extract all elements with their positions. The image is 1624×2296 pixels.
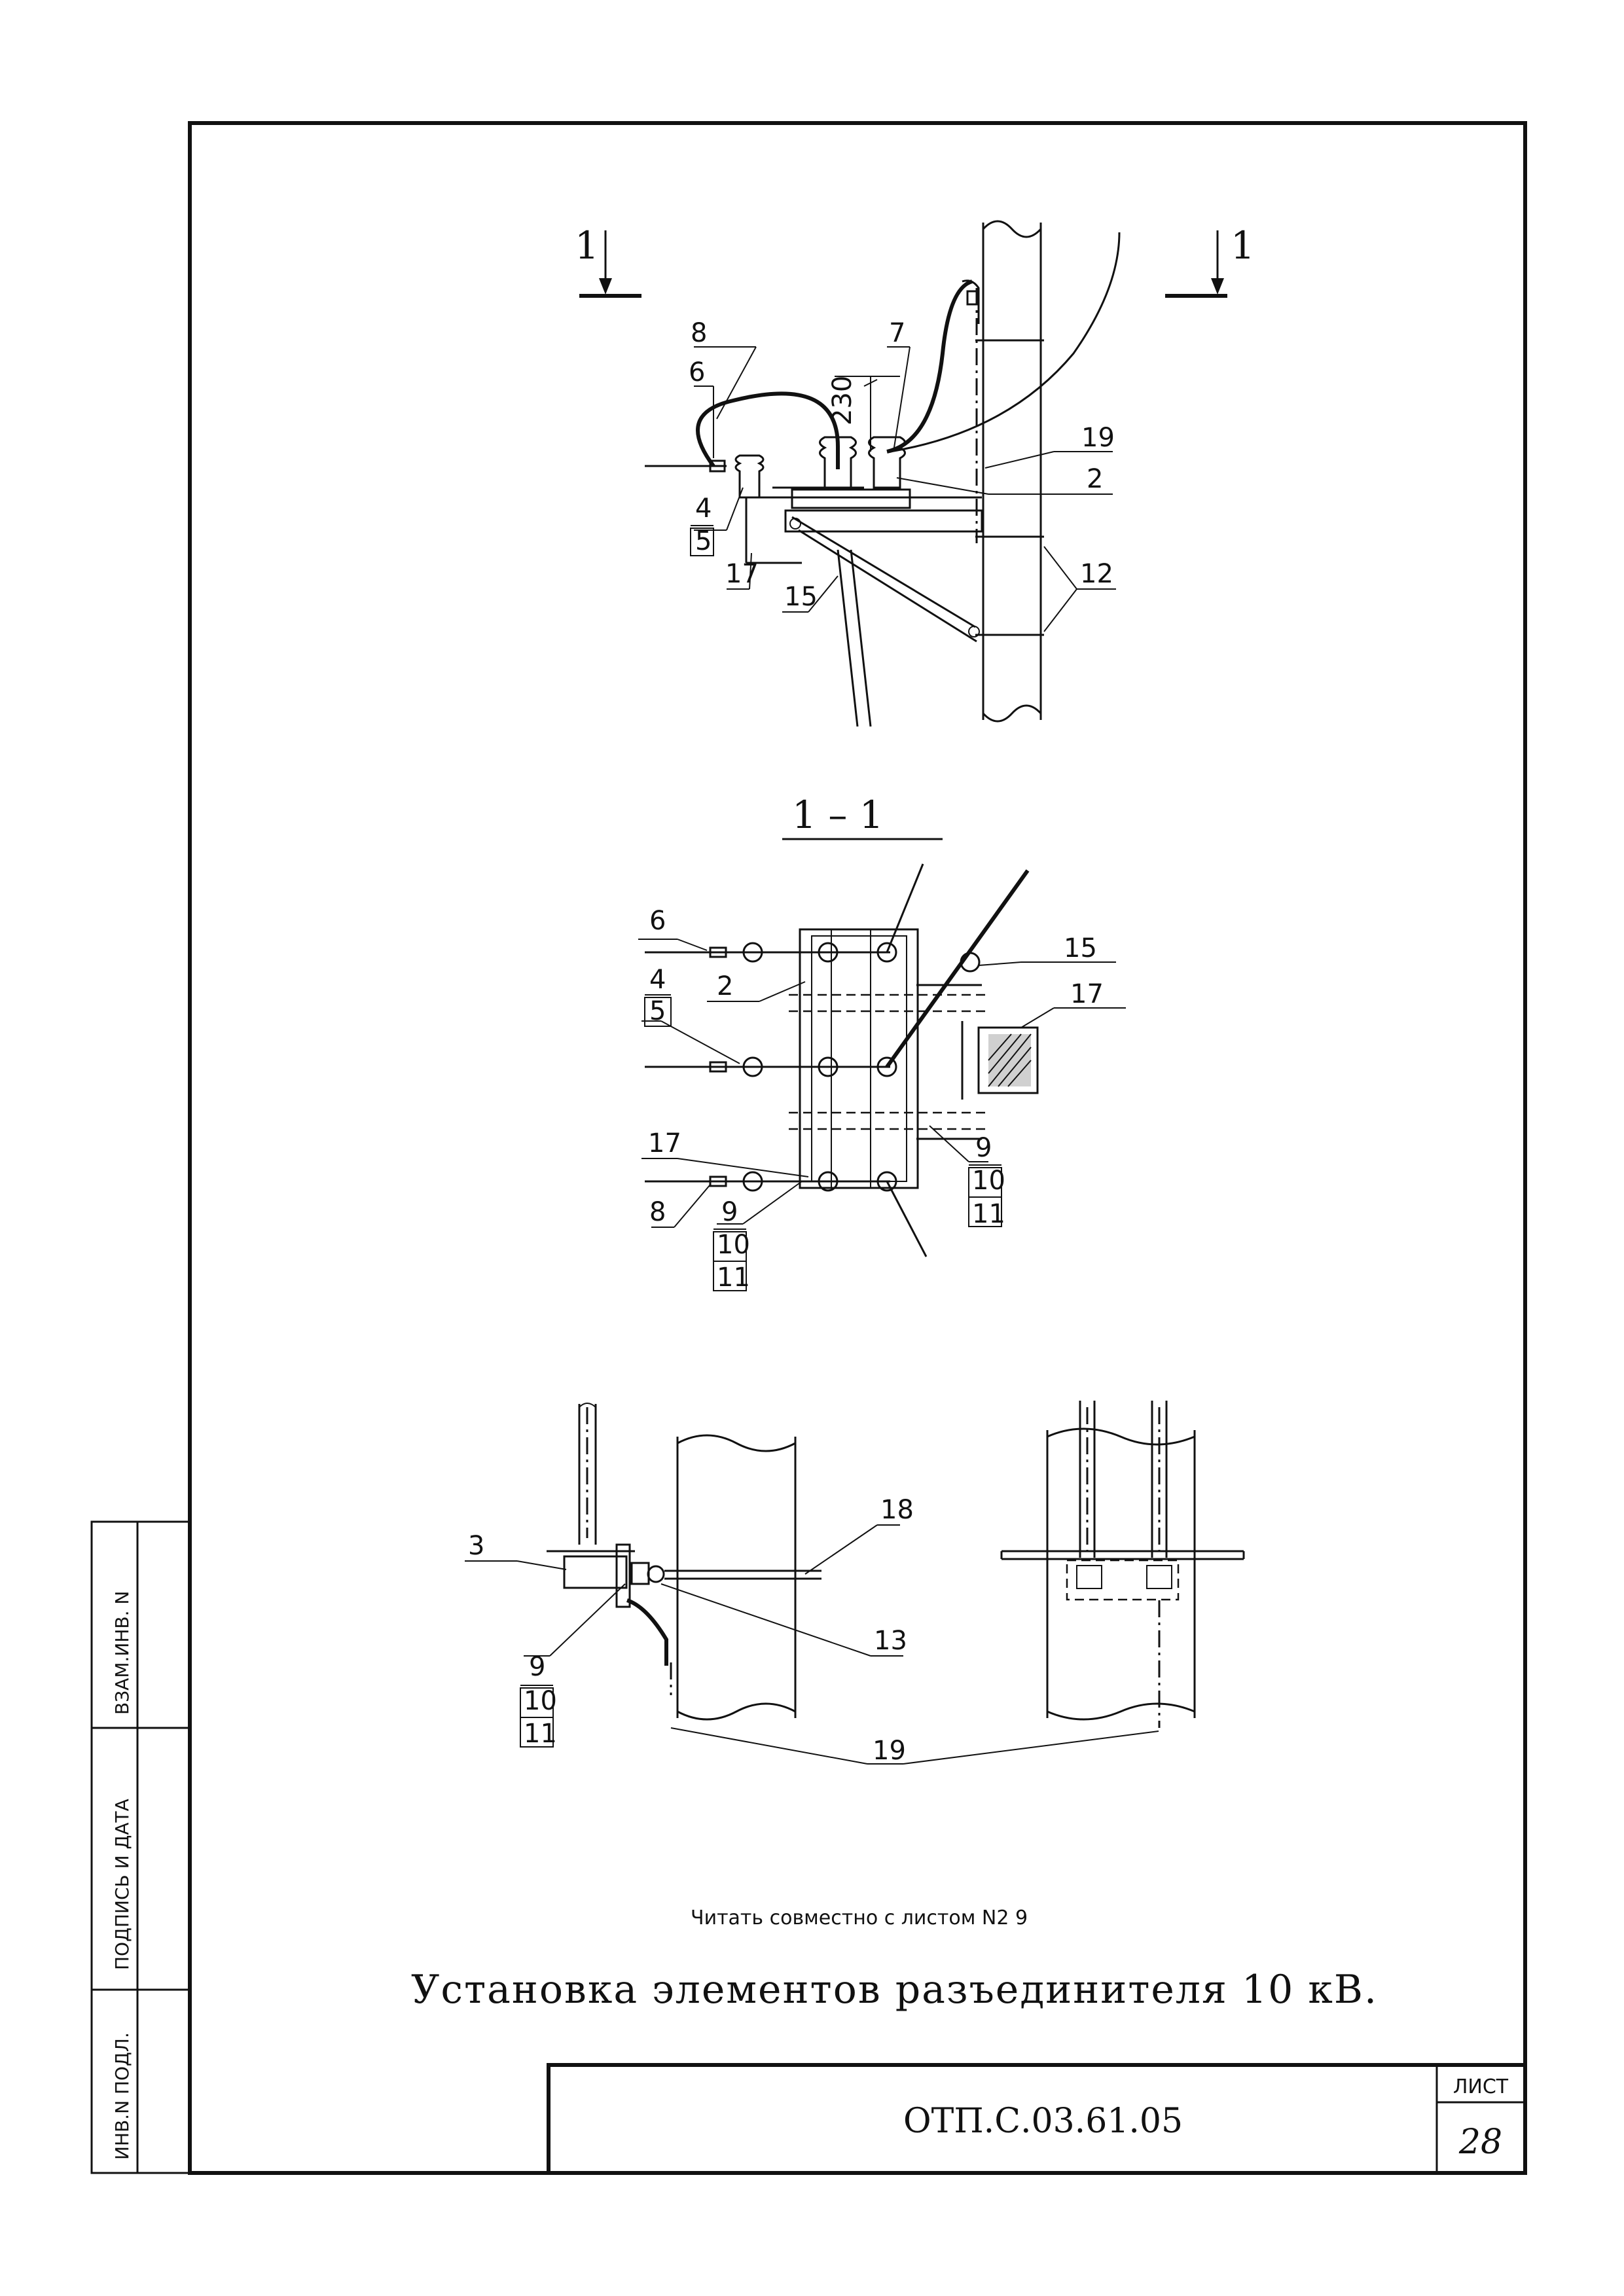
sheet-label: ЛИСТ	[1453, 2075, 1509, 2098]
callout-15: 17	[725, 559, 759, 589]
callout-6: 6	[689, 357, 705, 387]
section-callout-10-right: 10	[972, 1166, 1005, 1196]
section-callout-10-left: 10	[717, 1230, 750, 1260]
section-1-1-view	[645, 863, 1039, 1257]
section-callout-9-right: 9	[975, 1133, 992, 1163]
section-callout-15: 17	[648, 1128, 681, 1158]
callout-2: 2	[1087, 464, 1103, 494]
section-callout-11-left: 11	[717, 1263, 750, 1293]
detail-callout-13: 13	[874, 1626, 907, 1656]
dimension-230: 230	[827, 376, 857, 425]
callout-19: 19	[1081, 423, 1115, 453]
stamp-original-inventory: ИНВ.N ПОДЛ.	[111, 2032, 133, 2160]
cut-mark-right: 1	[1231, 223, 1255, 268]
callout-7: 7	[889, 318, 905, 348]
stamp-signature-date: ПОДПИСЬ И ДАТА	[111, 1799, 133, 1970]
section-callout-2: 2	[717, 971, 733, 1001]
callout-17: 12	[1080, 559, 1113, 589]
drawing-title: Установка элементов разъединителя 10 кВ.	[411, 1967, 1378, 2013]
sheet-number: 28	[1458, 2123, 1502, 2162]
cut-mark-left: 1	[575, 223, 599, 268]
stamp-replace-inventory: ВЗАМ.ИНВ. N	[111, 1591, 133, 1715]
callout-8: 8	[691, 318, 707, 348]
callout-12: 15	[784, 582, 818, 612]
section-callout-4: 4	[649, 965, 666, 995]
drawing-frame	[90, 121, 1527, 2175]
detail-left-view	[547, 1403, 821, 1721]
elevation-view	[579, 220, 1227, 727]
section-callout-8: 8	[649, 1197, 666, 1227]
detail-callout-10: 10	[524, 1686, 557, 1716]
callout-5: 5	[695, 526, 712, 556]
document-code: ОТП.С.03.61.05	[903, 2102, 1183, 2141]
section-callout-5: 5	[649, 996, 666, 1026]
section-title: 1 – 1	[792, 793, 884, 837]
section-leaders	[638, 939, 1126, 1228]
detail-callout-3: 3	[468, 1531, 484, 1561]
detail-right-view	[1000, 1401, 1245, 1728]
section-callout-6: 6	[649, 906, 666, 936]
reference-note: Читать совместно с листом N2 9	[691, 1907, 1028, 1929]
detail-callout-19: 19	[873, 1736, 906, 1766]
detail-callout-18: 18	[880, 1495, 914, 1525]
section-callout-17: 17	[1070, 979, 1104, 1009]
section-callout-14: 15	[1064, 933, 1097, 963]
detail-callout-11: 11	[524, 1719, 557, 1749]
elevation-leaders	[694, 346, 1116, 632]
section-callout-11-right: 11	[972, 1199, 1005, 1229]
detail-leaders	[465, 1524, 1159, 1765]
callout-4: 4	[695, 493, 712, 524]
title-block	[547, 2063, 1527, 2175]
section-callout-9-left: 9	[721, 1197, 738, 1227]
detail-callout-9: 9	[529, 1652, 545, 1682]
